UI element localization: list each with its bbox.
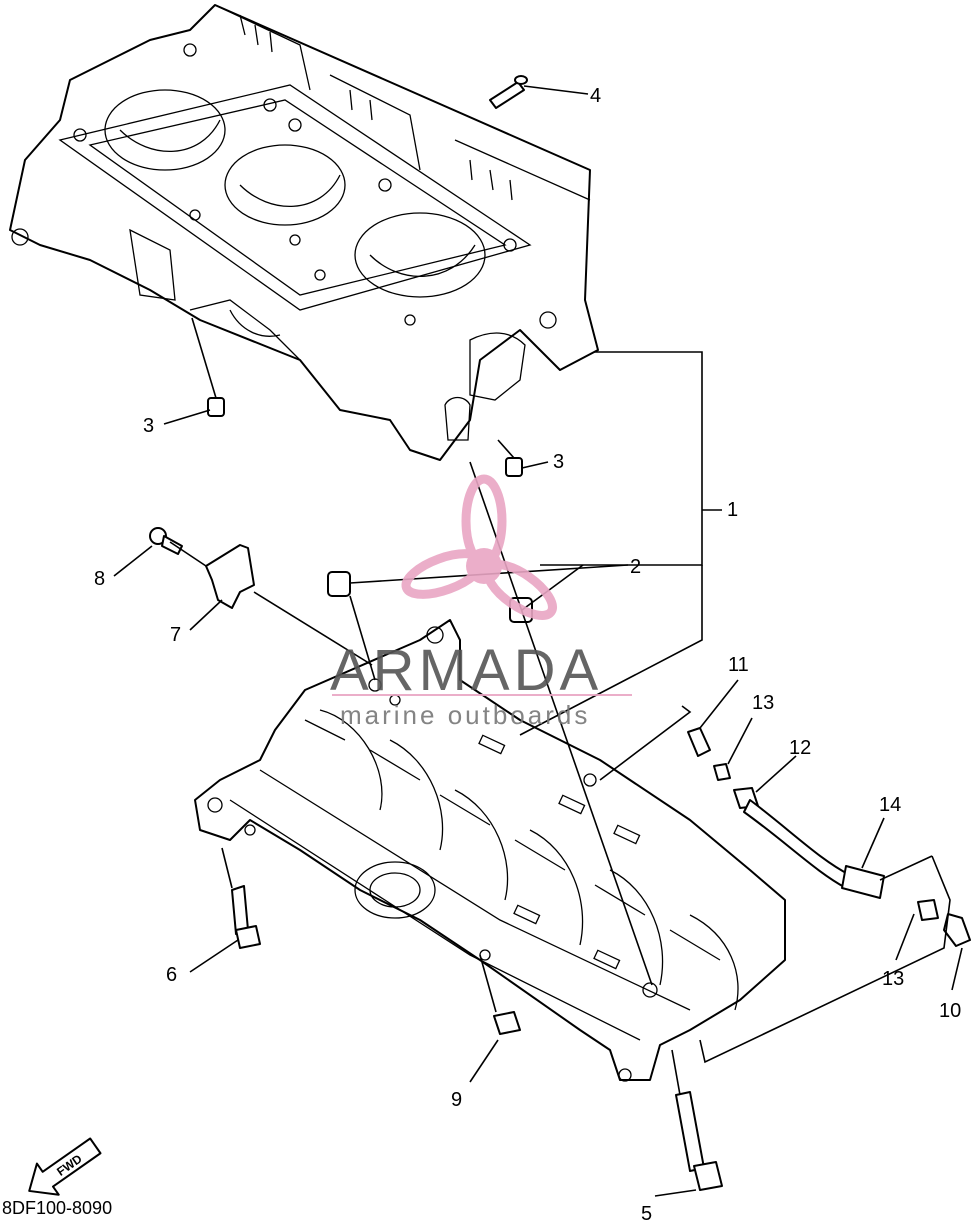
hose-assembly — [687, 727, 971, 947]
diagram-code: 8DF100-8090 — [2, 1198, 113, 1218]
bolt-5 — [675, 1091, 723, 1191]
callout-1: 1 — [727, 499, 738, 521]
callout-11: 11 — [728, 654, 749, 676]
callout-7: 7 — [170, 624, 181, 646]
lower-crankcase — [194, 619, 786, 1082]
upper-crankcase — [9, 4, 599, 461]
callout-12: 12 — [789, 737, 811, 759]
callout-9: 9 — [451, 1089, 462, 1111]
callout-8: 8 — [94, 568, 105, 590]
callout-14: 14 — [879, 794, 901, 816]
propeller-logo-icon — [401, 474, 557, 620]
fitting-9 — [493, 1011, 521, 1035]
callout-13-lower: 13 — [882, 968, 904, 990]
callout-3-left: 3 — [143, 415, 154, 437]
bolt-6 — [231, 885, 261, 949]
callout-3-right: 3 — [553, 451, 564, 473]
callout-6: 6 — [166, 964, 177, 986]
callout-13-upper: 13 — [752, 692, 774, 714]
callout-2: 2 — [630, 556, 641, 578]
callout-10: 10 — [939, 1000, 961, 1022]
watermark-tagline: marine outboards — [340, 700, 590, 730]
watermark-brand: ARMADA — [330, 638, 602, 703]
leader-lines — [113, 85, 963, 1197]
callout-labels: 1 2 3 3 4 5 6 7 8 9 10 11 12 13 13 14 — [94, 85, 961, 1225]
fwd-arrow-icon: FWD — [28, 1137, 102, 1196]
pin-4 — [489, 75, 528, 109]
callout-4: 4 — [590, 85, 601, 107]
bracket-7 — [205, 544, 255, 609]
callout-5: 5 — [641, 1203, 652, 1221]
dowel-pins — [207, 397, 533, 623]
bolt-8 — [149, 527, 183, 555]
armada-watermark: ARMADA marine outboards — [330, 474, 632, 730]
